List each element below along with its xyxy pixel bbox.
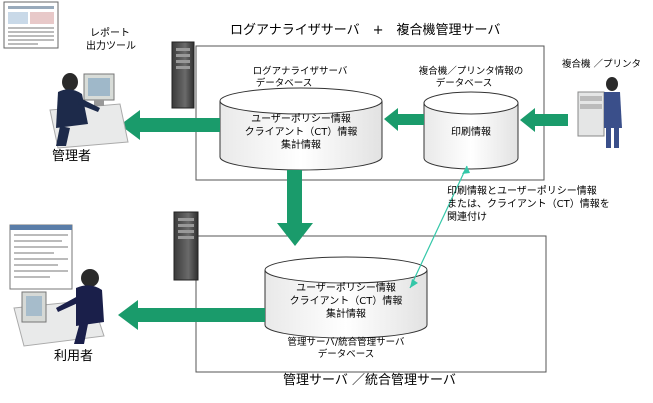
printer-person-icon: [577, 77, 622, 148]
arrow-logdb-to-admin: [120, 110, 220, 140]
report-document-icon: [3, 1, 59, 49]
top-server-title: ログアナライザサーバ + 複合機管理サーバ: [230, 23, 501, 38]
log-analyzer-db-item: クライアント（CT）情報: [244, 127, 358, 138]
top-server-box: [195, 45, 545, 181]
log-analyzer-db-cylinder: [219, 87, 383, 171]
printer-info-db-cylinder: [423, 91, 519, 170]
user-person-icon: [13, 269, 105, 347]
management-db-item: クライアント（CT）情報: [289, 296, 403, 307]
printer-label: 複合機 ／プリンタ: [562, 59, 642, 70]
association-note-line1: 印刷情報とユーザーポリシー情報: [447, 186, 597, 197]
user-label: 利用者: [54, 349, 94, 364]
top-server-tower-icon: [171, 41, 195, 109]
arrow-printdb-to-logdb: [384, 108, 424, 131]
arrow-db-to-user: [118, 300, 265, 330]
management-db-label-line2: データベース: [317, 349, 375, 360]
arrow-printer-to-db: [520, 108, 568, 132]
log-analyzer-db-label-line2: データベース: [255, 78, 313, 89]
log-analyzer-db-label-line1: ログアナライザサーバ: [252, 66, 348, 77]
report-tool-label-line1: レポート: [90, 28, 130, 39]
printer-db-label-line2: データベース: [435, 78, 493, 89]
admin-label: 管理者: [52, 149, 92, 164]
user-screen-capture-icon: [9, 224, 73, 290]
bottom-server-title: 管理サーバ ／統合管理サーバ: [283, 373, 456, 388]
admin-person-icon: [49, 73, 129, 149]
arrows: [118, 108, 568, 330]
arrow-top-to-bottom: [277, 170, 313, 246]
printer-db-item: 印刷情報: [451, 127, 491, 138]
bottom-server-box: [195, 235, 547, 373]
association-link: [409, 165, 470, 289]
report-tool-label-line2: 出力ツール: [86, 41, 136, 52]
log-analyzer-db-item: 集計情報: [281, 140, 321, 151]
printer-db-label-line1: 複合機／プリンタ情報の: [418, 66, 524, 77]
association-note-line3: 関連付け: [447, 212, 487, 223]
management-db-item: 集計情報: [326, 309, 366, 320]
association-note-line2: または、クライアント（CT）情報を: [447, 199, 610, 210]
management-db-cylinder: [264, 256, 428, 339]
management-db-item: ユーザーポリシー情報: [296, 283, 396, 294]
log-analyzer-db-item: ユーザーポリシー情報: [251, 114, 351, 125]
bottom-server-tower-icon: [173, 211, 199, 281]
management-db-label-line1: 管理サーバ/統合管理サーバ: [287, 337, 405, 348]
